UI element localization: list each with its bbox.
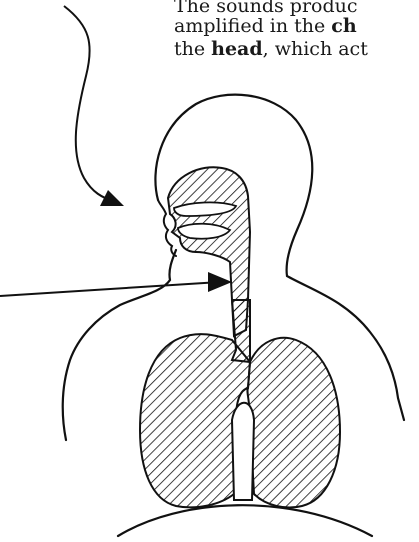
arrowhead-icon [208, 272, 232, 292]
curved-pointer-arrow [64, 6, 116, 202]
right-lung [247, 338, 340, 508]
diaphragm [118, 505, 372, 536]
bronchi-split [232, 403, 254, 500]
larynx-pointer-line [0, 282, 220, 296]
